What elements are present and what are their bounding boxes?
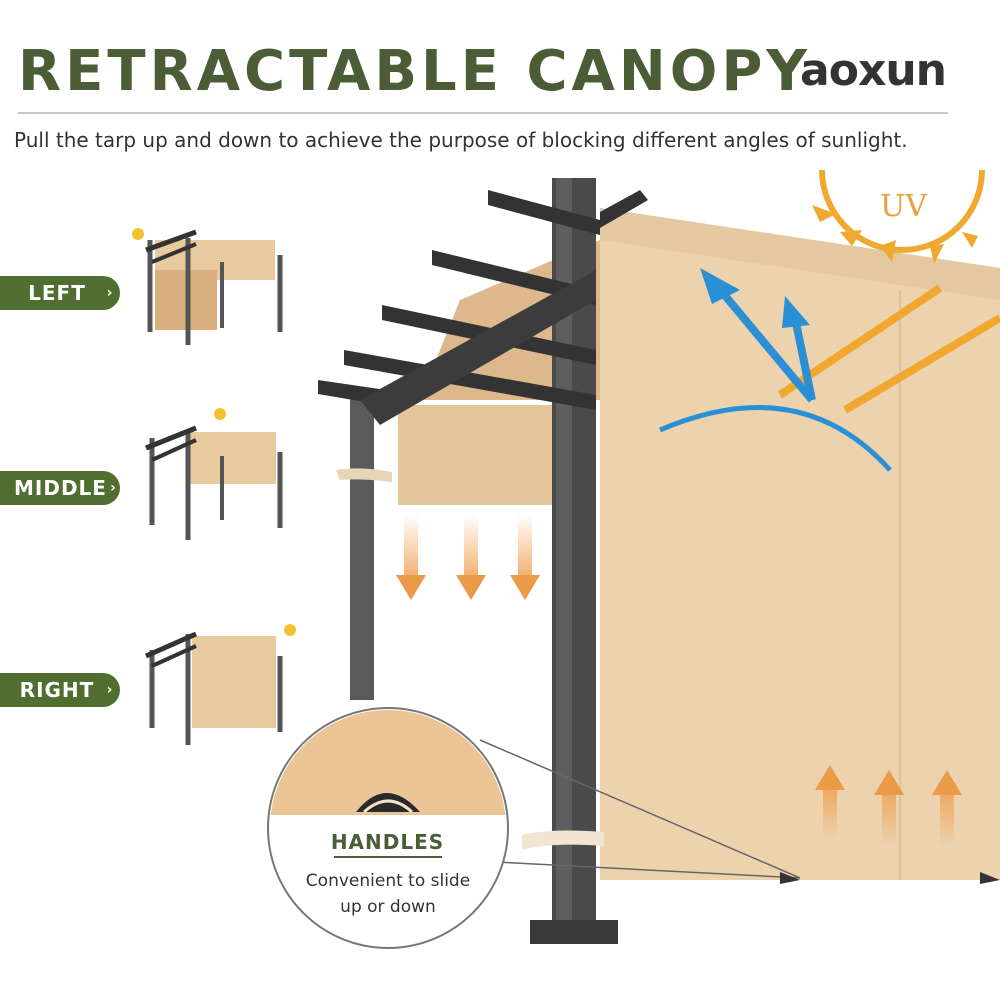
- handles-title: HANDLES: [330, 830, 445, 854]
- mini-pergola-right: [144, 624, 296, 745]
- position-left-label: LEFT: [28, 281, 86, 305]
- handles-description: Convenient to slide up or down: [290, 868, 486, 920]
- title-divider: [18, 112, 948, 114]
- brand-logo: aoxun: [800, 45, 947, 96]
- rear-canopy-panel: [398, 405, 560, 505]
- subtitle: Pull the tarp up and down to achieve the…: [14, 128, 908, 152]
- handles-description-line2: up or down: [340, 897, 436, 917]
- sun-icon: [214, 408, 226, 420]
- callout-line: [479, 739, 801, 879]
- uv-sun-icon: UV: [812, 169, 985, 264]
- position-right-label: RIGHT: [19, 678, 95, 702]
- position-right-button[interactable]: RIGHT ›: [0, 673, 120, 707]
- chevron-right-icon: ›: [106, 285, 114, 301]
- down-arrows: [396, 515, 540, 600]
- tie-strap: [522, 830, 604, 850]
- uv-reflection-arrows: [659, 268, 892, 472]
- position-middle-label: MIDDLE: [14, 476, 107, 500]
- position-middle-button[interactable]: MIDDLE ›: [0, 471, 120, 505]
- post-base-plate: [530, 920, 618, 944]
- sun-icon: [132, 228, 144, 240]
- handles-underline: [334, 856, 442, 858]
- chevron-right-icon: ›: [106, 682, 114, 698]
- mini-pergola-middle: [145, 408, 283, 540]
- page-title: RETRACTABLE CANOPY: [18, 39, 811, 104]
- callout-line: [495, 861, 801, 879]
- uv-label: UV: [880, 189, 928, 224]
- sun-ray: [842, 314, 1000, 414]
- pergola-frame: [318, 178, 648, 944]
- up-arrows: [815, 765, 962, 845]
- chevron-right-icon: ›: [110, 480, 117, 496]
- sun-icon: [284, 624, 296, 636]
- handles-description-line1: Convenient to slide: [305, 871, 471, 891]
- canopy-fabric: [600, 208, 1000, 880]
- position-left-button[interactable]: LEFT ›: [0, 276, 120, 310]
- mini-pergola-left: [132, 228, 283, 345]
